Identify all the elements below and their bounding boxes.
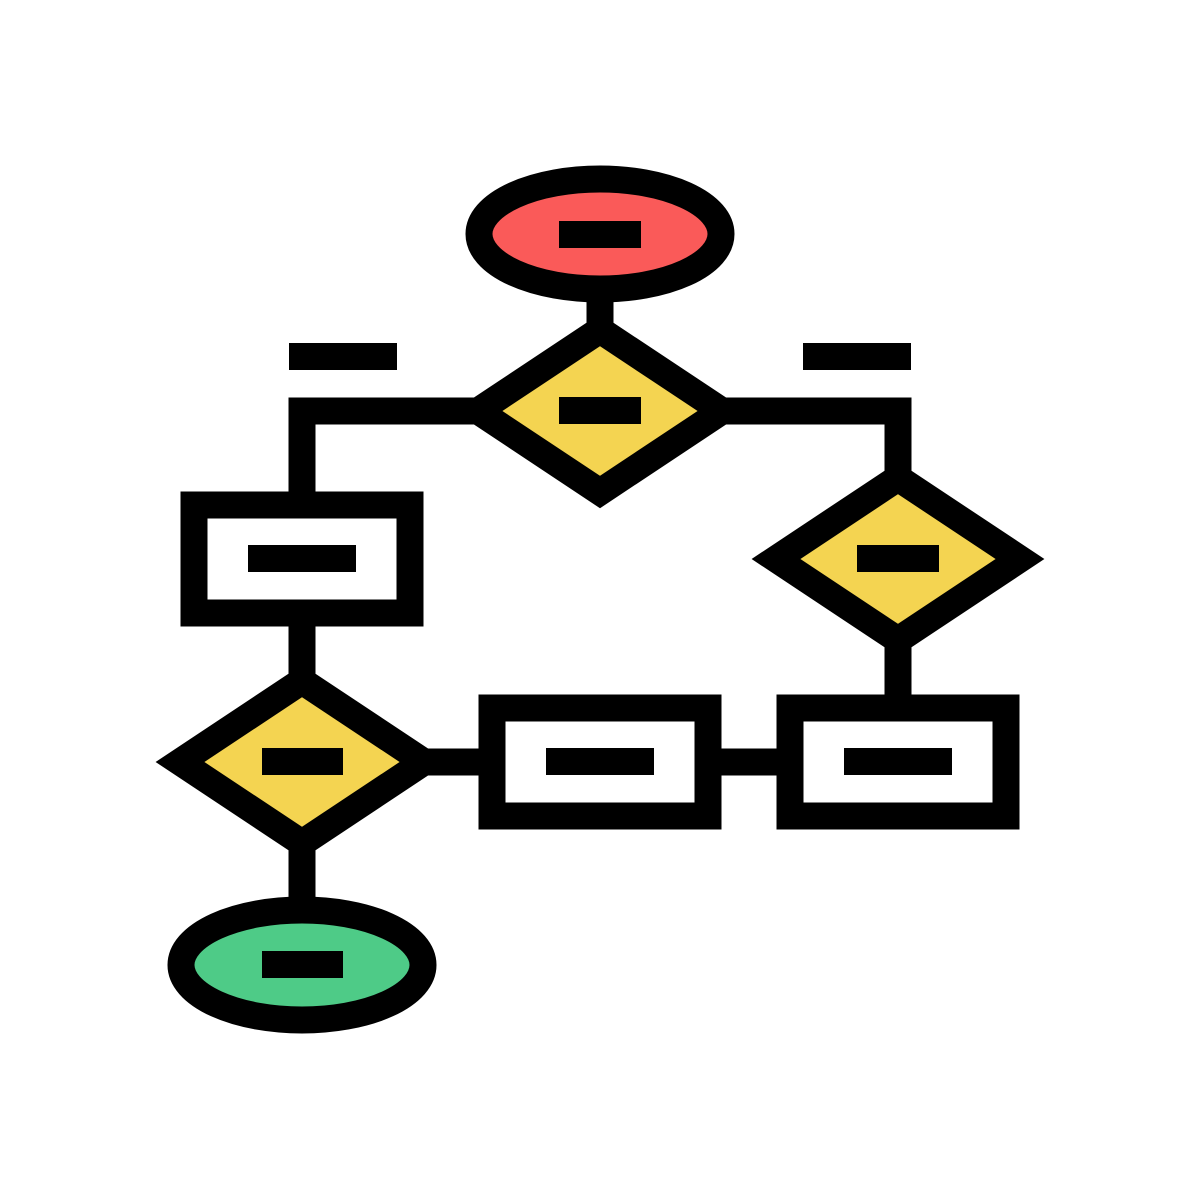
process-right-label-bar xyxy=(844,748,952,775)
process-left-label-bar xyxy=(248,545,356,572)
branch-label-left xyxy=(289,343,397,370)
end-node xyxy=(167,896,437,1034)
end-node-label-bar xyxy=(262,951,343,978)
process-right-shape xyxy=(776,694,1020,830)
process-right xyxy=(776,694,1020,830)
process-middle-label-bar xyxy=(546,748,654,775)
start-node xyxy=(465,165,735,303)
start-node-label-bar xyxy=(559,221,641,248)
decision-right xyxy=(751,461,1045,657)
connector-decision-top-to-process-left xyxy=(288,397,474,494)
connector-decision-top-to-decision-right xyxy=(726,397,912,474)
process-left xyxy=(180,491,424,627)
decision-right-label-bar xyxy=(857,545,939,572)
decision-bottom-left-label-bar xyxy=(262,748,343,775)
process-left-shape xyxy=(180,491,424,627)
decision-top xyxy=(453,313,747,509)
decision-bottom-left xyxy=(155,664,449,860)
process-middle xyxy=(478,694,722,830)
branch-label-right xyxy=(803,343,911,370)
decision-top-label-bar xyxy=(559,397,641,424)
